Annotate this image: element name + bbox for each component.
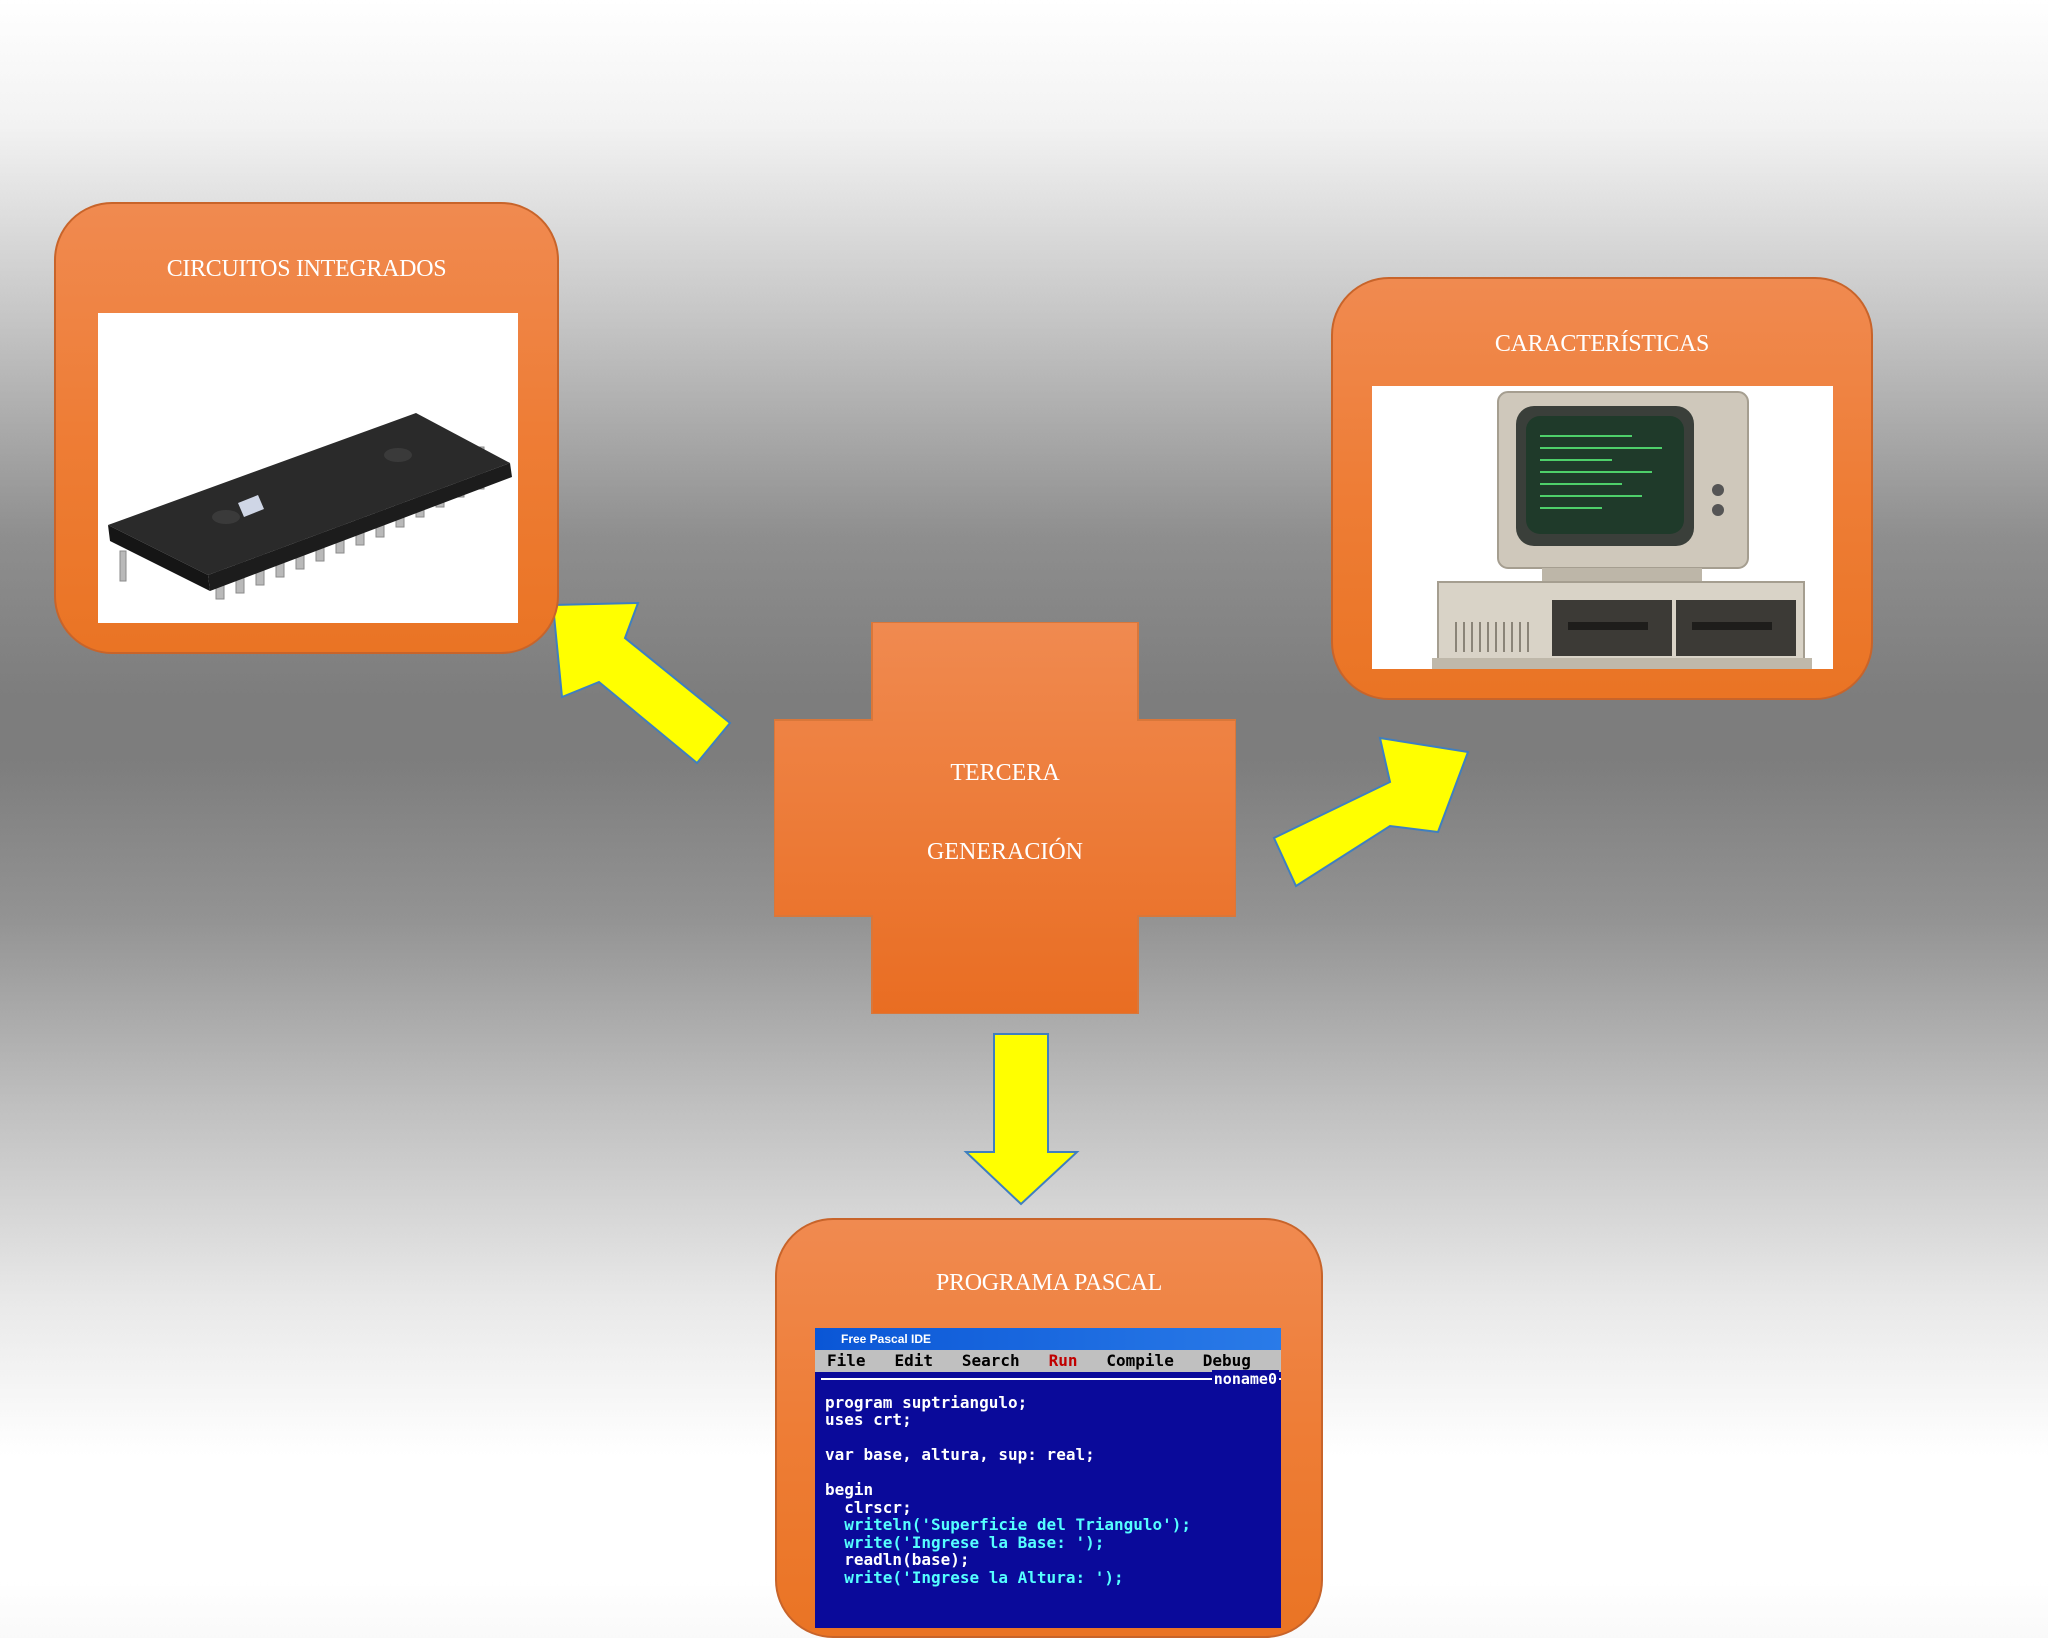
code-line: writeln('Superficie del Triangulo');: [825, 1515, 1192, 1534]
pascal-menu-compile: Compile: [1106, 1351, 1174, 1370]
computer-icon: [1432, 391, 1812, 669]
pascal-ide-image: Free Pascal IDE File Edit Search Run Com…: [815, 1328, 1281, 1628]
card-circuitos-integrados: CIRCUITOS INTEGRADOS: [54, 202, 559, 654]
code-line: write('Ingrese la Altura: ');: [825, 1567, 1124, 1587]
code-line: program suptriangulo;: [825, 1392, 1028, 1412]
card-title: PROGRAMA PASCAL: [935, 1270, 1163, 1296]
pascal-code-block: program suptriangulo;uses crt; var base,…: [825, 1376, 1281, 1621]
arrow-to-pascal: [963, 1033, 1080, 1206]
card-caracteristicas: CARACTERÍSTICAS: [1331, 277, 1873, 700]
pascal-menu-file: File: [827, 1351, 866, 1370]
pascal-editor-frame: [821, 1378, 1281, 1382]
code-line: begin: [825, 1480, 874, 1499]
center-title-line1: TERCERA: [950, 760, 1060, 786]
pascal-menu-debug: Debug: [1202, 1351, 1251, 1370]
pascal-menu-edit: Edit: [894, 1351, 933, 1370]
card-programa-pascal: PROGRAMA PASCAL Free Pascal IDE File Edi…: [775, 1218, 1323, 1638]
code-line: [825, 1429, 1281, 1447]
code-line: uses crt;: [825, 1410, 912, 1429]
card-title: CARACTERÍSTICAS: [1494, 331, 1710, 357]
pascal-file-name: noname0: [1211, 1370, 1279, 1388]
code-line: write('Ingrese la Base: ');: [825, 1532, 1105, 1552]
chip-icon: [108, 413, 512, 600]
pascal-menu-bar: File Edit Search Run Compile Debug: [815, 1350, 1281, 1372]
cross-shape-graphic: [774, 622, 1236, 1014]
pascal-menu-run: Run: [1048, 1351, 1078, 1370]
pascal-menu-search: Search: [961, 1351, 1020, 1370]
code-line: clrscr;: [825, 1497, 912, 1517]
center-title-line2: GENERACIÓN: [927, 839, 1083, 865]
card-title: CIRCUITOS INTEGRADOS: [166, 256, 447, 282]
pascal-window-title: Free Pascal IDE: [815, 1328, 1281, 1350]
center-cross-shape: TERCERA GENERACIÓN: [774, 622, 1236, 1014]
arrow-to-features: [1272, 736, 1470, 888]
code-line: var base, altura, sup: real;: [825, 1445, 1095, 1464]
vintage-computer-image: [1372, 386, 1833, 669]
integrated-circuit-image: [98, 313, 518, 623]
code-line: readln(base);: [825, 1550, 970, 1569]
code-line: [825, 1464, 1281, 1482]
